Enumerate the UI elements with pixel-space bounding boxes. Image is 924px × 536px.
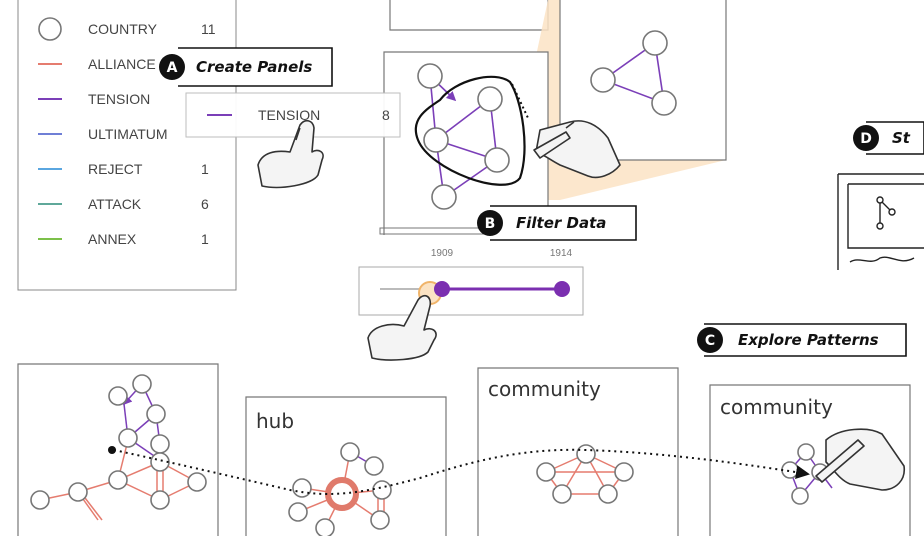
top-panel-stack — [379, 0, 727, 235]
callout-st: D St — [853, 121, 924, 155]
hub-node-highlight — [325, 477, 359, 511]
callout-badge — [697, 327, 723, 353]
graph-panel-community-2[interactable]: community — [709, 384, 911, 536]
legend-label: REJECT — [88, 161, 143, 177]
callout-text: Filter Data — [516, 214, 606, 232]
callout-text: St — [892, 129, 911, 147]
callout-badge — [159, 54, 185, 80]
country-node-icon — [38, 17, 62, 41]
slider-end-handle[interactable] — [554, 281, 570, 297]
pen-hand-icon — [815, 428, 906, 491]
callout-badge — [477, 210, 503, 236]
legend-count: 1 — [201, 161, 209, 177]
slider-hand-icon — [367, 294, 437, 361]
legend-label: ATTACK — [88, 196, 142, 212]
callout-text: Explore Patterns — [738, 331, 879, 349]
legend-row-ultimatum[interactable]: ULTIMATUM — [38, 126, 168, 142]
panel-title: hub — [256, 409, 294, 433]
legend-panel: COUNTRY 11 ALLIANCE TENSION ULTIMATUM RE… — [17, 0, 237, 291]
graph-panel-community-1[interactable]: community — [477, 367, 679, 536]
callout-badge-letter: B — [485, 216, 496, 232]
dragged-item-count: 8 — [382, 107, 390, 123]
time-range-slider[interactable]: 1909 1914 — [358, 248, 584, 316]
preview-panel[interactable] — [559, 0, 727, 161]
legend-count: 1 — [201, 231, 209, 247]
callout-explore-patterns: C Explore Patterns — [697, 323, 907, 357]
legend-count: 11 — [201, 21, 216, 37]
legend-row-attack[interactable]: ATTACK 6 — [38, 196, 209, 212]
slider-end-label: 1914 — [550, 248, 573, 259]
storyboard-sketch — [837, 173, 924, 270]
dragged-item-label: TENSION — [258, 107, 320, 123]
panel-title: community — [720, 395, 833, 419]
callout-text: Create Panels — [196, 58, 312, 76]
exploration-path — [113, 448, 810, 495]
slider-start-label: 1909 — [431, 248, 454, 259]
graph-panel-overview[interactable] — [17, 363, 219, 536]
legend-row-annex[interactable]: ANNEX 1 — [38, 231, 209, 247]
lasso-hand-icon — [533, 120, 621, 179]
slider-start-handle[interactable] — [434, 281, 450, 297]
legend-row-country[interactable]: COUNTRY 11 — [38, 17, 216, 41]
lasso-selection — [414, 75, 526, 186]
callout-badge-letter: C — [705, 333, 715, 349]
callout-create-panels: A Create Panels — [159, 47, 333, 87]
dragged-legend-item[interactable]: TENSION 8 — [185, 92, 401, 138]
legend-label: ANNEX — [88, 231, 137, 247]
graph-panel-hub[interactable]: hub — [245, 396, 447, 536]
legend-row-alliance[interactable]: ALLIANCE — [38, 56, 156, 72]
callout-filter-data: B Filter Data — [477, 205, 637, 241]
drag-hand-icon — [257, 119, 324, 189]
legend-label: COUNTRY — [88, 21, 158, 37]
callout-badge-letter: D — [860, 131, 872, 147]
legend-row-tension[interactable]: TENSION — [38, 91, 150, 107]
callout-badge-letter: A — [167, 60, 178, 76]
legend-count: 6 — [201, 196, 209, 212]
legend-label: TENSION — [88, 91, 150, 107]
legend-label: ALLIANCE — [88, 56, 156, 72]
panel-title: community — [488, 377, 601, 401]
filter-panel-graph — [417, 63, 510, 210]
callout-badge — [853, 125, 879, 151]
legend-label: ULTIMATUM — [88, 126, 168, 142]
legend-row-reject[interactable]: REJECT 1 — [38, 161, 209, 177]
